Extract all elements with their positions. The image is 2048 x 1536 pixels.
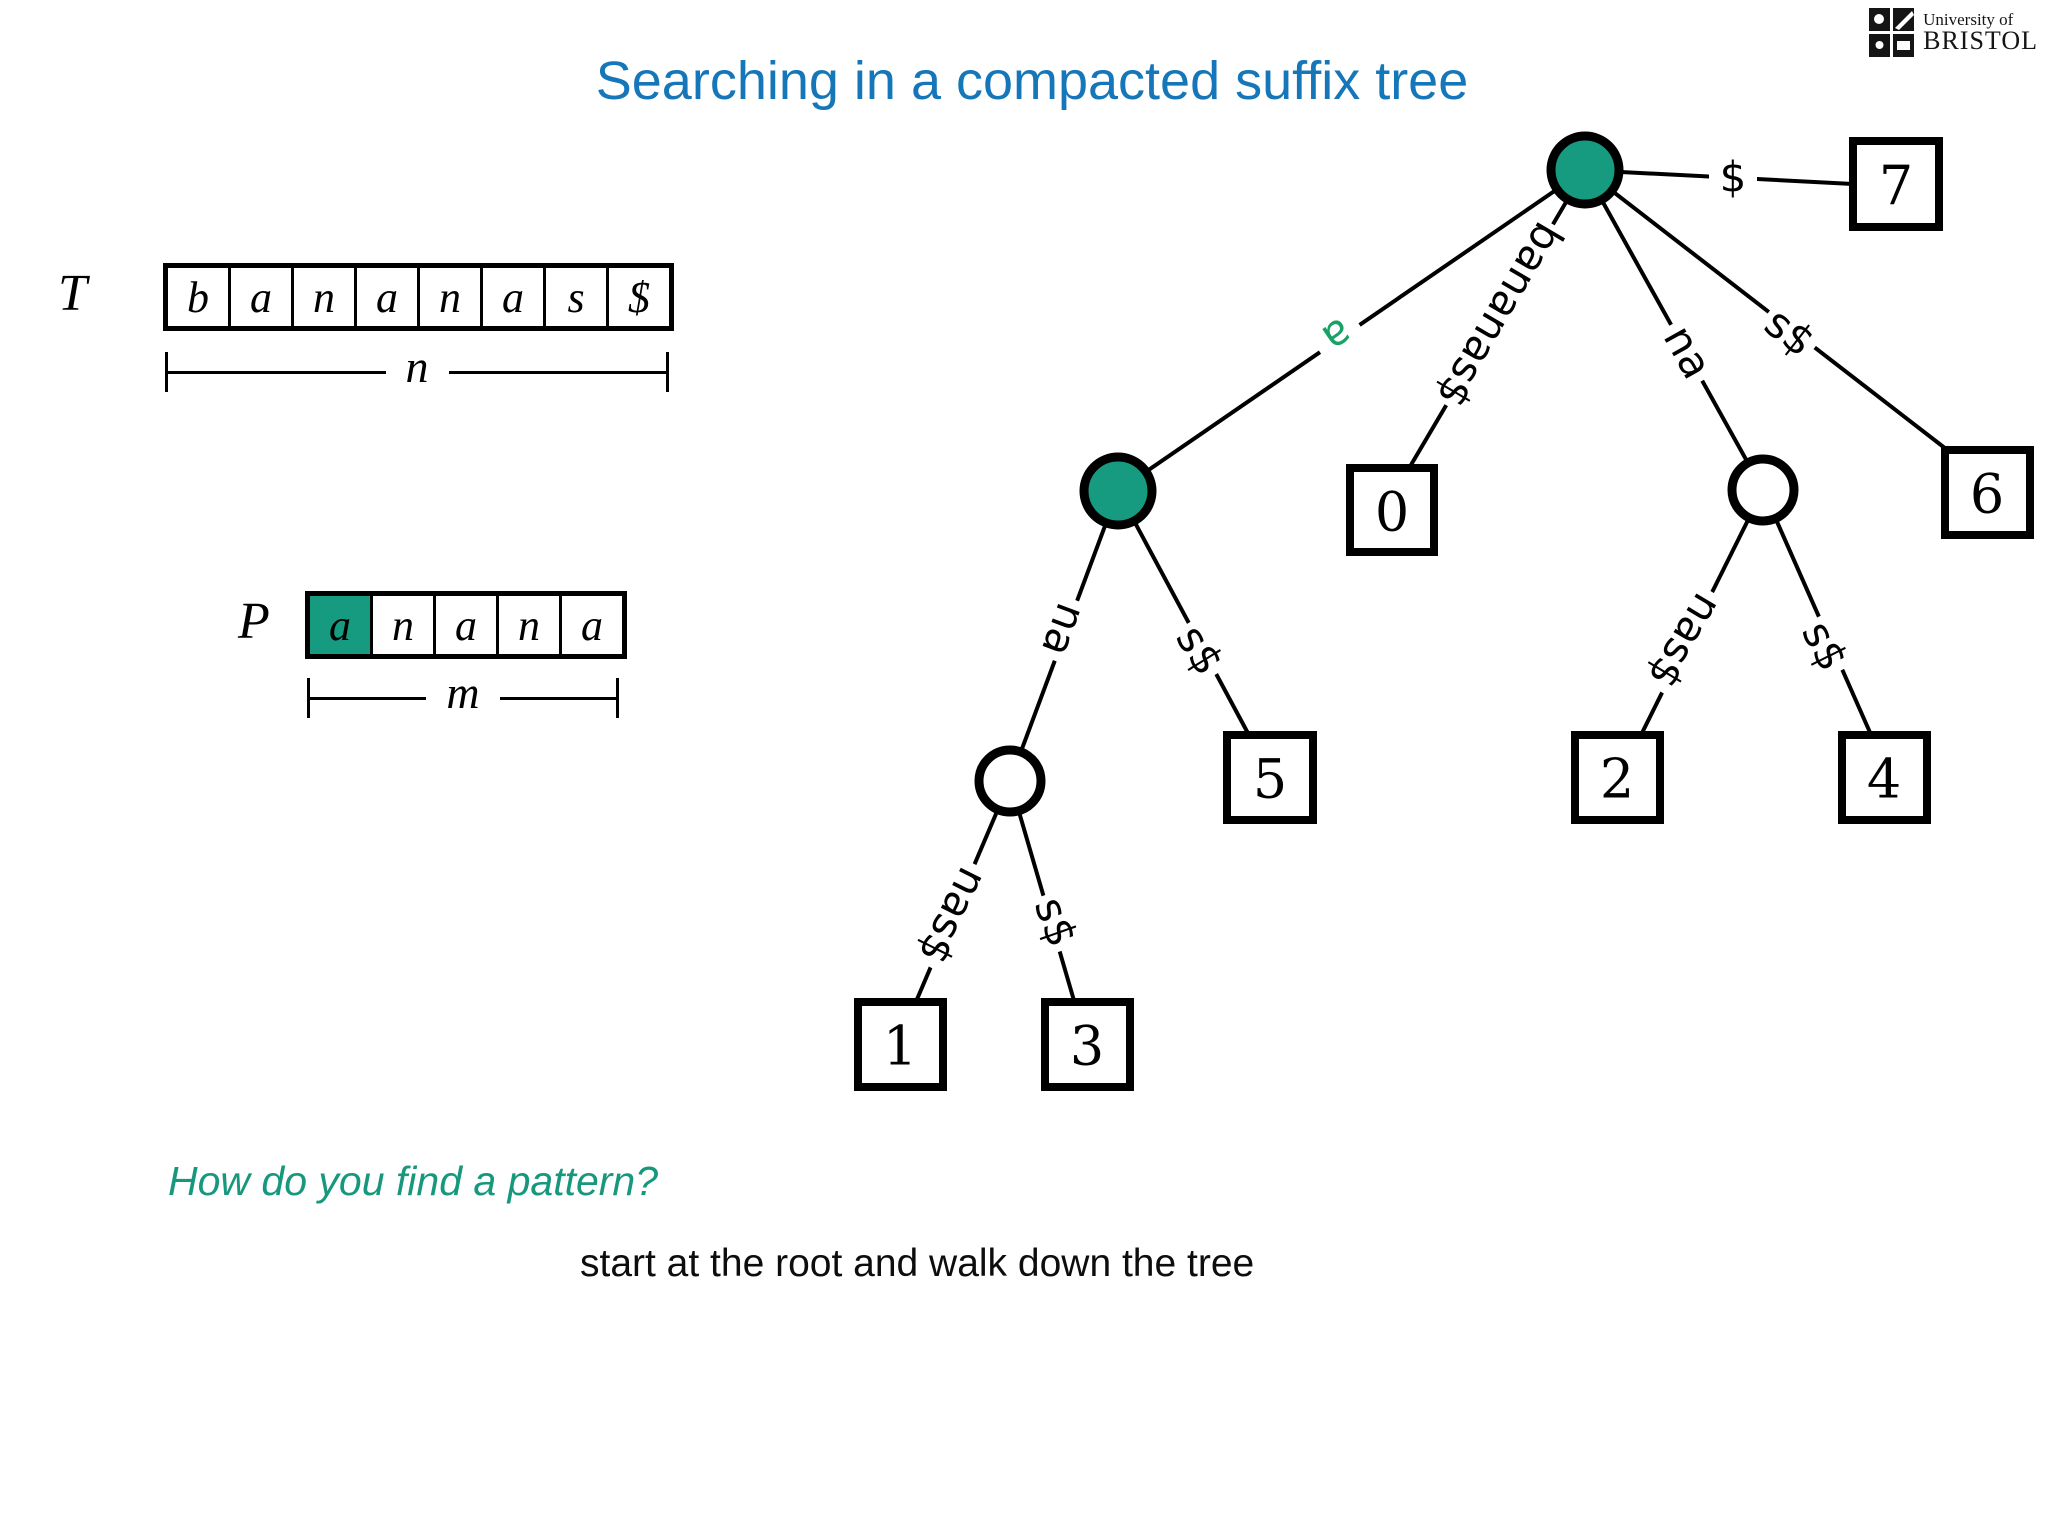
question-text: How do you find a pattern?: [168, 1158, 659, 1204]
edge-label-group: s$: [1161, 611, 1239, 689]
edge-label-group: nas$: [1633, 579, 1737, 703]
p-cell: n: [499, 596, 562, 654]
bracket-line: [168, 370, 386, 374]
text-array-T: b a n a n a s $: [163, 263, 674, 331]
edge-label-group: $: [1709, 148, 1757, 206]
edge-label-na: na: [1654, 317, 1722, 387]
leaf-value: 5: [1253, 748, 1287, 811]
t-cell: b: [168, 268, 231, 326]
node-na: [1727, 454, 1799, 526]
root-node: [1546, 131, 1624, 209]
edge-label-group: na: [1029, 591, 1099, 669]
edge-label-bananas: bananas$: [1427, 214, 1573, 416]
edge-label-group: nas$: [904, 854, 1002, 978]
leaf-value: 2: [1600, 748, 1634, 811]
bracket-tick: [307, 678, 310, 718]
t-cell: s: [546, 268, 609, 326]
answer-text: start at the root and walk down the tree: [580, 1242, 1255, 1285]
length-bracket-m: m: [307, 667, 620, 718]
page-title: Searching in a compacted suffix tree: [595, 51, 1469, 111]
p-cell-highlighted: a: [310, 596, 373, 654]
t-cell: a: [357, 268, 420, 326]
p-cell: n: [373, 596, 436, 654]
p-cell: a: [436, 596, 499, 654]
t-cell: a: [483, 268, 546, 326]
leaf-5: 5: [1223, 731, 1317, 824]
leaf-4: 4: [1838, 731, 1931, 824]
node-a: [1079, 452, 1157, 530]
edge-label-s5: s$: [1166, 616, 1233, 683]
t-cell: n: [420, 268, 483, 326]
p-cell: a: [581, 600, 603, 650]
leaf-value: 1: [883, 1015, 917, 1078]
leaf-1: 1: [854, 998, 947, 1091]
edge-label-nas2: nas$: [1638, 585, 1732, 697]
bracket-tick: [666, 352, 669, 392]
edge-ana-s3: [1008, 780, 1077, 1005]
edge-label-group: s$: [1020, 885, 1092, 959]
bracket-line: [499, 696, 617, 700]
length-label-n: n: [405, 340, 429, 392]
t-cell: a: [231, 268, 294, 326]
t-cell: n: [294, 268, 357, 326]
edge-root-s6: [1583, 168, 1952, 454]
edge-label-group: a: [1304, 301, 1372, 371]
edge-a-s5: [1116, 490, 1252, 738]
university-logo: University of BRISTOL: [1869, 8, 2038, 58]
edge-label-nas1: nas$: [909, 860, 998, 972]
leaf-7: 7: [1849, 137, 1943, 231]
bracket-line: [448, 370, 666, 374]
pattern-array-P: a n a n a: [305, 591, 627, 659]
leaf-value: 6: [1970, 463, 2004, 526]
edge-label-s4: s$: [1792, 613, 1858, 678]
bracket-tick: [165, 352, 168, 392]
length-label-m: m: [446, 666, 480, 718]
logo-line1: University of: [1923, 10, 2014, 30]
edge-label-group: na: [1650, 311, 1726, 393]
leaf-0: 0: [1346, 464, 1438, 556]
logo-line2: BRISTOL: [1923, 26, 2038, 56]
edge-label-group: bananas$: [1424, 211, 1576, 419]
leaf-value: 7: [1879, 155, 1913, 218]
edge-label-dollar: $: [1720, 153, 1747, 202]
leaf-3: 3: [1041, 998, 1134, 1091]
leaf-value: 0: [1375, 481, 1409, 544]
pattern-label-P: P: [238, 593, 270, 650]
leaf-6: 6: [1941, 446, 2034, 539]
edge-label-group: s$: [1787, 607, 1863, 685]
leaf-value: 3: [1070, 1015, 1104, 1078]
bristol-crest-icon: [1869, 8, 1915, 57]
leaf-value: 4: [1867, 748, 1901, 811]
bracket-line: [310, 696, 427, 700]
text-label-T: T: [58, 265, 87, 322]
node-ana: [974, 745, 1046, 817]
leaf-2: 2: [1571, 731, 1664, 824]
bracket-tick: [616, 678, 620, 718]
t-cell: $: [628, 272, 650, 322]
length-bracket-n: n: [165, 341, 669, 392]
logo-text: University of BRISTOL: [1923, 11, 2038, 55]
edge-na-s4: [1761, 489, 1874, 738]
